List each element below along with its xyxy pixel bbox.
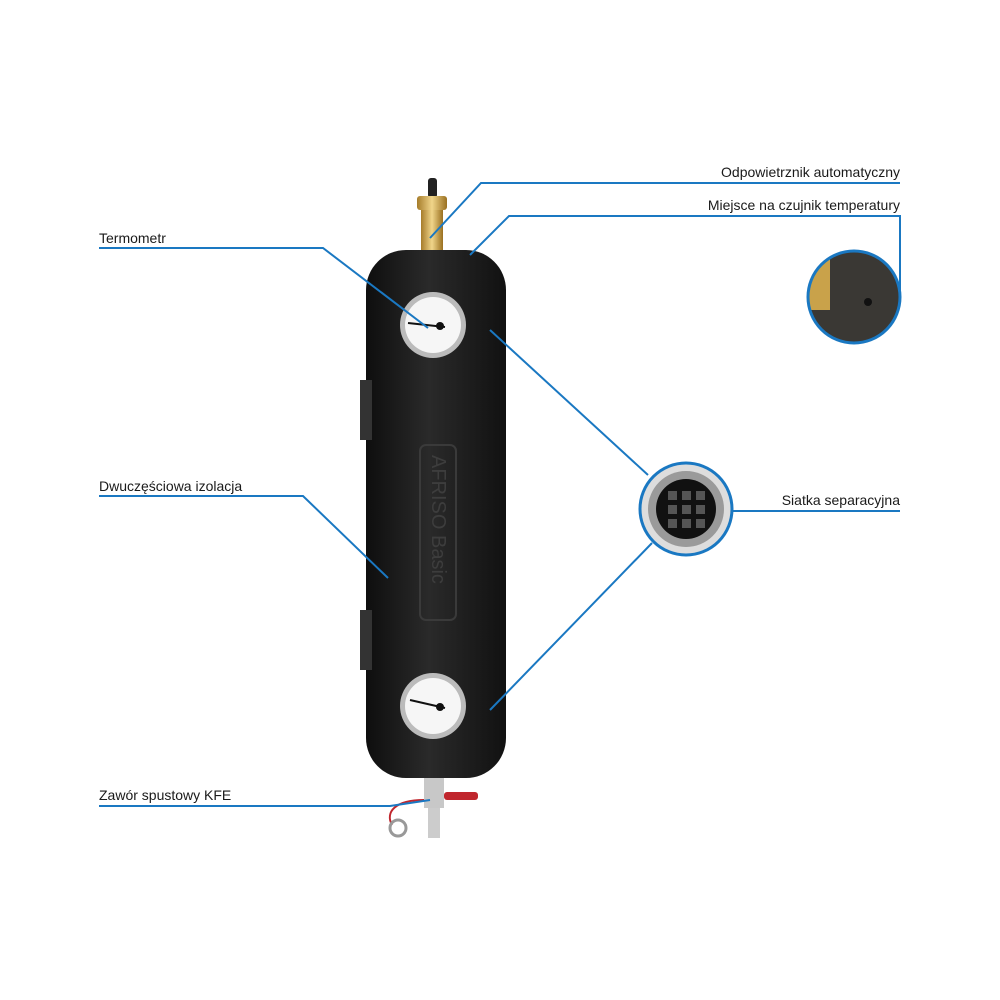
drain-valve <box>388 778 478 838</box>
label-insulation: Dwuczęściowa izolacja <box>99 478 243 494</box>
air-vent <box>417 178 447 254</box>
label-sensor-place: Miejsce na czujnik temperatury <box>707 197 900 213</box>
brand-embossing: AFRISO Basic <box>427 455 449 584</box>
label-drain-valve: Zawór spustowy KFE <box>99 787 232 803</box>
label-air-vent: Odpowietrznik automatyczny <box>721 164 900 180</box>
callout-lines <box>99 182 901 807</box>
mesh-detail-circle <box>638 461 734 557</box>
label-separation-mesh: Siatka separacyjna <box>781 492 900 508</box>
thermometer-top <box>400 292 466 358</box>
sensor-detail-circle <box>806 249 902 345</box>
insulation-body: AFRISO Basic <box>360 250 506 778</box>
thermometer-bottom <box>400 673 466 739</box>
label-thermometer: Termometr <box>99 230 166 246</box>
